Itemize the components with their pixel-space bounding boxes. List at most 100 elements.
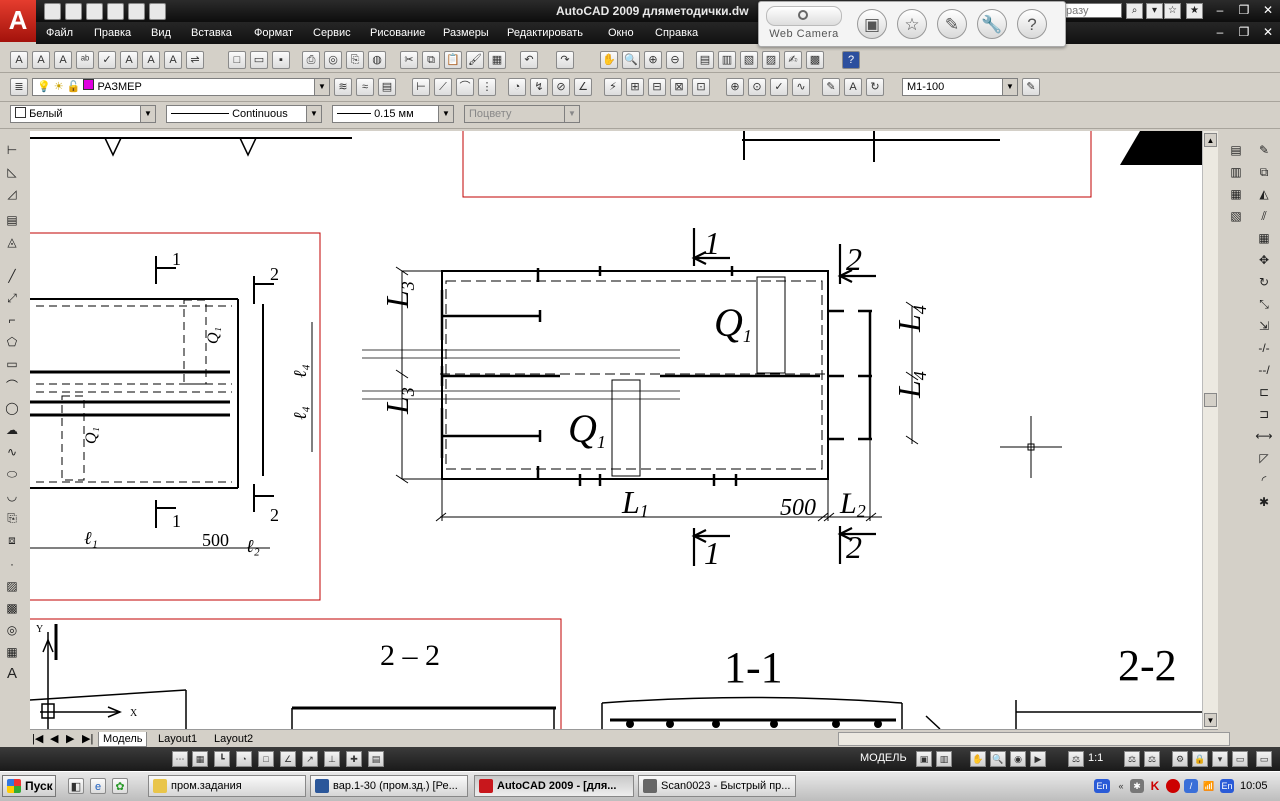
gradient-icon[interactable]: ▩ — [6, 601, 18, 615]
linetype-dropdown[interactable]: Continuous ▼ — [166, 105, 322, 123]
match-properties-icon[interactable]: 🖌 — [466, 51, 484, 69]
chamfer-icon[interactable]: ◸ — [1259, 451, 1269, 465]
menu-modify[interactable]: Редактировать — [507, 27, 583, 39]
find-text-icon[interactable]: ᵃᵇ — [76, 51, 94, 69]
layer-states-icon[interactable]: ▤ — [378, 78, 396, 96]
tab-model[interactable]: Модель — [98, 732, 148, 747]
quick-view-layouts-icon[interactable]: ▣ — [916, 751, 932, 767]
webcam-button[interactable]: Web Camera — [765, 6, 843, 42]
ellipse-arc-icon[interactable]: ◡ — [6, 489, 18, 503]
dim-edit-icon[interactable]: ✎ — [822, 78, 840, 96]
new-file-icon[interactable] — [44, 3, 61, 20]
circle-icon[interactable]: ◯ — [5, 401, 19, 415]
layer-walk-icon[interactable]: ▥ — [1230, 165, 1242, 179]
break-at-point-icon[interactable]: ⊏ — [1258, 385, 1270, 399]
search-input[interactable]: разу — [1062, 3, 1122, 18]
multiline-text-side-icon[interactable]: A — [6, 665, 17, 682]
tolerance-icon[interactable]: ⊕ — [726, 78, 744, 96]
quick-view-drawings-icon[interactable]: ▥ — [936, 751, 952, 767]
layer-uniso-icon[interactable]: ▧ — [1230, 209, 1242, 223]
copy-icon[interactable]: ⧉ — [422, 51, 440, 69]
menu-help[interactable]: Справка — [655, 27, 699, 39]
tab-nav-next-icon[interactable]: ▶ — [66, 733, 75, 745]
justify-text-icon[interactable]: A — [164, 51, 182, 69]
doc-close-icon[interactable]: ✕ — [1262, 25, 1274, 39]
dim-update-icon[interactable]: ↻ — [866, 78, 884, 96]
info-center-dropdown-icon[interactable]: ▾ — [1146, 3, 1163, 19]
properties-icon[interactable]: ▤ — [696, 51, 714, 69]
model-space-label[interactable]: МОДЕЛЬ — [860, 752, 907, 764]
menu-insert[interactable]: Вставка — [191, 27, 232, 39]
continue-dim-icon[interactable]: ⊟ — [648, 78, 666, 96]
stretch-icon[interactable]: ⇲ — [1258, 319, 1270, 333]
extend-icon[interactable]: --/ — [1258, 363, 1270, 377]
polyline-icon[interactable]: ⌐ — [8, 313, 16, 327]
aligned-dim-icon[interactable]: ⟋ — [434, 78, 452, 96]
tool-palettes-icon[interactable]: ▧ — [740, 51, 758, 69]
help-question-icon[interactable]: ? — [1017, 9, 1047, 39]
vertical-scrollbar[interactable]: ▲ ▼ — [1202, 131, 1218, 729]
table-icon[interactable]: ▦ — [6, 645, 18, 659]
scroll-down-icon[interactable]: ▼ — [1204, 713, 1217, 727]
menu-window[interactable]: Окно — [608, 27, 634, 39]
polar-icon[interactable]: ◔ — [236, 751, 252, 767]
open-file-icon[interactable] — [65, 3, 82, 20]
trim-icon[interactable]: -/- — [1258, 341, 1270, 355]
settings-wrench-icon[interactable]: 🔧 — [977, 9, 1007, 39]
redo-icon[interactable] — [149, 3, 166, 20]
doc-minimize-icon[interactable]: – — [1216, 25, 1224, 39]
ordinate-dim-icon[interactable]: ⋮ — [478, 78, 496, 96]
menu-file[interactable]: Файл — [46, 27, 74, 39]
join-icon[interactable]: ⟷ — [1255, 429, 1273, 443]
menu-view[interactable]: Вид — [151, 27, 171, 39]
linear-dim-icon[interactable]: ⊢ — [412, 78, 430, 96]
dim-text-edit-icon[interactable]: A — [844, 78, 862, 96]
showmotion-icon[interactable]: ▶ — [1030, 751, 1046, 767]
block-editor-icon[interactable]: ▦ — [488, 51, 506, 69]
sheet-set-icon[interactable]: ▨ — [762, 51, 780, 69]
taskbar-item-scan-viewer[interactable]: Scan0023 - Быстрый пр... — [638, 775, 796, 797]
inspection-icon[interactable]: ✓ — [770, 78, 788, 96]
kaspersky-icon[interactable]: K — [1150, 779, 1160, 793]
internet-explorer-icon[interactable]: e — [90, 778, 106, 794]
print-icon[interactable] — [107, 3, 124, 20]
restore-icon[interactable]: ❐ — [1238, 3, 1250, 17]
grid-icon[interactable]: ▦ — [192, 751, 208, 767]
dimstyle-dropdown[interactable]: М1-100 ▼ — [902, 78, 1018, 96]
clean-screen-icon[interactable]: ▭ — [1232, 751, 1248, 767]
edit-text-icon[interactable]: A — [54, 51, 72, 69]
scale-icon[interactable]: ⤡ — [1259, 297, 1269, 311]
layer-iso-icon[interactable]: ▦ — [1230, 187, 1242, 201]
snap-icon[interactable]: ⋯ — [172, 751, 188, 767]
dyn-icon[interactable]: ⊥ — [324, 751, 340, 767]
scale-text-icon[interactable]: A — [142, 51, 160, 69]
zoom-realtime-icon[interactable]: 🔍 — [622, 51, 640, 69]
diameter-dim-icon[interactable]: ⊘ — [552, 78, 570, 96]
auto-scale-icon[interactable]: ⚖ — [1144, 751, 1160, 767]
workspace-gear-icon[interactable]: ⚙ — [1172, 751, 1188, 767]
layer-previous-icon[interactable]: ≈ — [356, 78, 374, 96]
offset-icon[interactable]: ⫽ — [1261, 209, 1267, 223]
clean-screen-toggle-icon[interactable]: ▭ — [1256, 751, 1272, 767]
polygon-icon[interactable]: ⬠ — [6, 335, 18, 349]
minimize-icon[interactable]: – — [1216, 3, 1224, 17]
rectangle-icon[interactable]: ▭ — [6, 357, 18, 371]
radius-dim-icon[interactable]: ◔ — [508, 78, 526, 96]
otrack-icon[interactable]: ∠ — [280, 751, 296, 767]
drawing-canvas[interactable]: L3 L3 L4 L4 L1 L2 500 Q1 Q1 1 1 2 2 — [30, 131, 1202, 729]
tray-red-icon[interactable] — [1166, 779, 1180, 793]
rotate-icon[interactable]: ↻ — [1258, 275, 1270, 289]
layer-dropdown[interactable]: 💡 ☀ 🔓 РАЗМЕР ▼ — [32, 78, 330, 96]
language-indicator[interactable]: En — [1094, 779, 1110, 793]
dim-aligned-side-icon[interactable]: ◺ — [7, 165, 17, 179]
taskbar-item-word[interactable]: вар.1-30 (пром.зд.) [Ре... — [310, 775, 468, 797]
ellipse-icon[interactable]: ⬭ — [6, 467, 18, 481]
horizontal-scrollbar[interactable] — [838, 732, 1230, 746]
search-icon[interactable]: ⌕ — [1126, 3, 1143, 19]
menu-format[interactable]: Формат — [254, 27, 294, 39]
tray-expand-icon[interactable]: « — [1118, 781, 1124, 791]
baseline-dim-icon[interactable]: ⊞ — [626, 78, 644, 96]
tray-blue-icon[interactable]: / — [1184, 779, 1198, 793]
line-icon[interactable]: ╱ — [8, 269, 16, 283]
tab-nav-last-icon[interactable]: ▶| — [82, 733, 94, 745]
